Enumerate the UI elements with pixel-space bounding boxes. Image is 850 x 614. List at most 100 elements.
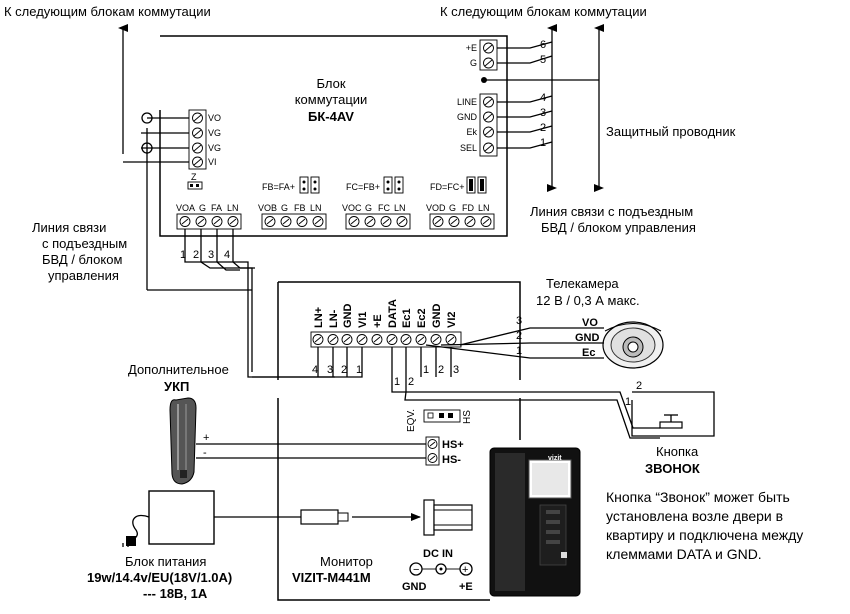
monitor-right-wire-num-3: 2	[438, 364, 444, 376]
switch-left-label-vo: VO	[208, 113, 221, 123]
jumper-fc[interactable]	[383, 176, 404, 194]
group-a-label-1: G	[199, 203, 206, 213]
monitor-right-wire-num-0: 1	[394, 376, 400, 388]
camera-pin-gnd: GND	[575, 332, 600, 344]
group-b-terminals	[261, 213, 327, 230]
monitor-name: Монитор	[320, 554, 373, 569]
switch-label-ek: Ek	[466, 127, 477, 137]
power-rating: --- 18В, 1А	[143, 586, 208, 601]
monitor-label-ln-minus: LN-	[328, 309, 340, 328]
group-a-label-0: VOA	[176, 203, 195, 213]
switch-block-title-2: коммутации	[295, 92, 368, 107]
button-wire-num-1: 1	[625, 396, 631, 408]
switch-right-top-terminal-1	[483, 57, 494, 69]
monitor-label-gnd2: GND	[431, 304, 443, 329]
monitor-label-data: DATA	[387, 299, 399, 328]
group-d-screws	[432, 216, 492, 227]
switch-block-title-1: Блок	[316, 76, 345, 91]
protective-node	[481, 77, 487, 83]
button-label: Кнопка	[656, 444, 699, 459]
group-d-label-2: FD	[462, 203, 474, 213]
wire-right-3	[497, 110, 553, 118]
right-wire-num-2: 4	[540, 92, 546, 104]
group-b-label-0: VOB	[258, 203, 277, 213]
right-wire-num-1: 5	[540, 54, 546, 66]
right-wire-num-3: 3	[540, 107, 546, 119]
group-c-screws	[348, 216, 408, 227]
camera-title: Телекамера	[546, 276, 619, 291]
hs-terminal-screws	[427, 439, 438, 463]
jumper-fd[interactable]	[466, 176, 487, 194]
channel-wire-num-0: 1	[180, 249, 186, 261]
monitor-left-wires	[252, 347, 363, 378]
group-d-label-0: VOD	[426, 203, 446, 213]
top-left-label: К следующим блокам коммутации	[4, 4, 211, 19]
wire-right-2	[497, 125, 553, 133]
bell-button[interactable]	[631, 391, 715, 437]
right-line-label-2: БВД / блоком управления	[541, 220, 696, 235]
group-d-label-3: LN	[478, 203, 490, 213]
power-title: Блок питания	[125, 554, 206, 569]
switch-label-plus-e: +E	[466, 43, 477, 53]
button-label-bold: ЗВОНОК	[645, 461, 700, 476]
channel-wire-num-1: 2	[193, 249, 199, 261]
group-c-label-3: LN	[394, 203, 406, 213]
switch-left-label-vg2: VG	[208, 143, 221, 153]
svg-text:−: −	[413, 564, 419, 576]
group-d-terminals	[429, 213, 495, 230]
protective-conductor-label: Защитный проводник	[606, 124, 736, 139]
switch-left-terminal-3	[192, 156, 203, 168]
handset-label: Дополнительное	[128, 362, 229, 377]
note-line-3: квартиру и подключена между	[606, 527, 803, 543]
monitor-label-vi2: VI2	[446, 311, 458, 328]
camera-pin-vo: VO	[582, 317, 598, 329]
right-wire-num-0: 6	[540, 39, 546, 51]
monitor-block	[277, 281, 521, 601]
switch-right-bottom-terminal-3	[483, 142, 494, 154]
handset-minus: -	[203, 447, 207, 459]
channel-wire-num-2: 3	[208, 249, 214, 261]
monitor-model: VIZIT-M441M	[292, 570, 371, 585]
monitor-terminal-screws	[312, 334, 457, 345]
handset-plus: +	[203, 432, 209, 444]
camera-wires	[425, 327, 604, 359]
group-b-label-2: FB	[294, 203, 306, 213]
power-model: 19w/14.4v/EU(18V/1.0A)	[87, 570, 232, 585]
handset	[169, 397, 197, 485]
switch-block: Блок коммутации БК-4AV VO VG VG VI Z	[123, 35, 599, 291]
note-line-4: клеммами DATA и GND.	[606, 546, 762, 562]
right-wire-num-4: 2	[540, 122, 546, 134]
group-c-label-1: G	[365, 203, 372, 213]
switch-label-gnd: GND	[457, 112, 478, 122]
hs-minus-label: HS-	[442, 454, 461, 466]
group-c-label-2: FC	[378, 203, 390, 213]
group-a-screws	[179, 216, 239, 227]
jumper-label-fc: FC=FB+	[346, 182, 380, 192]
jumper-fb[interactable]	[299, 176, 320, 194]
wire-vo-cross	[141, 112, 153, 124]
camera-wire-num-0: 3	[516, 315, 522, 327]
monitor-label-gnd1: GND	[342, 304, 354, 329]
group-b-label-1: G	[281, 203, 288, 213]
left-line-label-1: Линия связи	[32, 220, 106, 235]
monitor-left-wire-num-1: 3	[327, 364, 333, 376]
jumper-label-fb: FB=FA+	[262, 182, 295, 192]
eqv-hs-jumper[interactable]	[423, 409, 461, 423]
wire-right-1	[497, 141, 553, 149]
camera-wire-num-1: 2	[516, 330, 522, 342]
switch-right-top-terminal-0	[483, 42, 494, 54]
group-c-terminals	[345, 213, 411, 230]
left-line-label-4: управления	[48, 268, 119, 283]
z-jumper[interactable]	[187, 181, 203, 190]
hs-label: HS	[462, 410, 473, 424]
wire-right-4	[497, 95, 553, 103]
hs-terminal-block	[425, 436, 440, 466]
monitor-label-ec2: Ec2	[416, 308, 428, 328]
camera-spec: 12 В / 0,3 А макс.	[536, 293, 640, 308]
power-supply	[122, 490, 215, 547]
dc-in-label: DC IN	[423, 548, 453, 560]
wire-right-6	[497, 41, 553, 49]
monitor-terminal-labels: LN+ LN- GND VI1 +E DATA Ec1 Ec2 GND VI2	[313, 299, 458, 328]
group-a-label-3: LN	[227, 203, 239, 213]
